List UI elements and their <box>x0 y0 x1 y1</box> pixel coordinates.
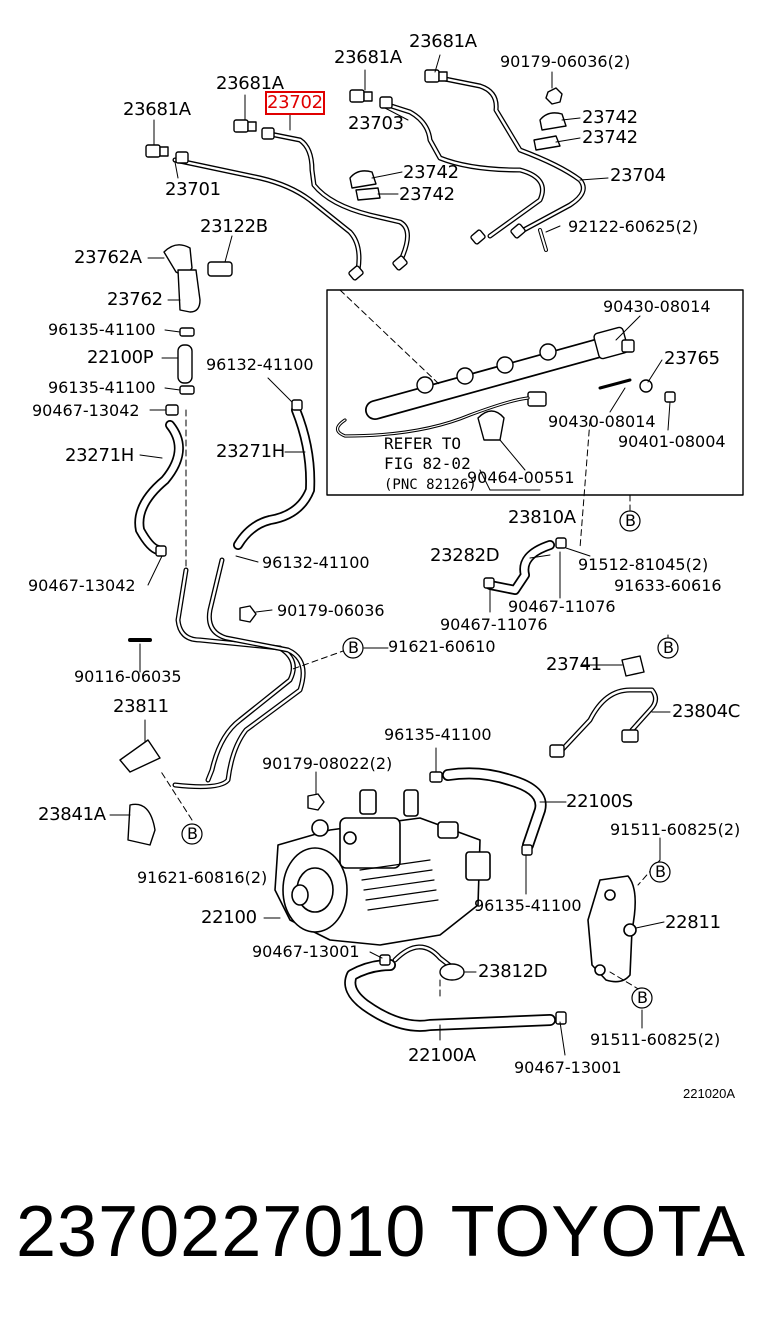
callout-letter: B <box>655 862 666 881</box>
part-label[interactable]: 23762A <box>74 247 142 268</box>
part-label[interactable]: 22100 <box>201 907 257 928</box>
hoses-23271h <box>134 399 316 557</box>
callout-letter: B <box>348 638 359 657</box>
callout-letter: B <box>637 988 648 1007</box>
part-label[interactable]: 90179-06036 <box>277 601 385 620</box>
part-label[interactable]: 90430-08014 <box>603 297 711 316</box>
part-label[interactable]: 90467-11076 <box>508 597 616 616</box>
part-label[interactable]: 92122-60625(2) <box>568 217 699 236</box>
part-label[interactable]: 23811 <box>113 696 169 717</box>
part-label[interactable]: 90179-06036(2) <box>500 52 631 71</box>
callout-b-marker <box>631 987 653 1009</box>
part-label[interactable]: 23681A <box>334 47 402 68</box>
part-label[interactable]: 91621-60610 <box>388 637 496 656</box>
part-label[interactable]: 90179-08022(2) <box>262 754 393 773</box>
injection-pipes <box>145 69 586 281</box>
part-label[interactable]: 90467-13001 <box>514 1058 622 1077</box>
part-label[interactable]: 96135-41100 <box>384 725 492 744</box>
part-label[interactable]: 22100S <box>566 791 633 812</box>
part-label[interactable]: 23271H <box>65 445 134 466</box>
part-label[interactable]: 23282D <box>430 545 500 566</box>
part-label[interactable]: 22811 <box>665 912 721 933</box>
part-label[interactable]: 91621-60816(2) <box>137 868 268 887</box>
part-label[interactable]: 22100A <box>408 1045 476 1066</box>
callout-b-marker <box>181 823 203 845</box>
part-label[interactable]: 23765 <box>664 348 720 369</box>
part-label[interactable]: 91512-81045(2) <box>578 555 709 574</box>
callout-b-marker <box>619 510 641 532</box>
part-label[interactable]: 23762 <box>107 289 163 310</box>
part-label[interactable]: 23681A <box>216 73 284 94</box>
part-label[interactable]: 23804C <box>672 701 741 722</box>
part-number: 2370227010 <box>16 1192 427 1272</box>
callout-b-marker <box>649 861 671 883</box>
footer: 2370227010 TOYOTA <box>0 1190 760 1280</box>
part-label[interactable]: 96135-41100 <box>48 378 156 397</box>
part-label[interactable]: 90401-08004 <box>618 432 726 451</box>
illustration-code: 221020A <box>683 1086 736 1101</box>
brand-name: TOYOTA <box>450 1192 746 1272</box>
callout-letter: B <box>625 511 636 530</box>
part-label[interactable]: 96135-41100 <box>48 320 156 339</box>
part-label[interactable]: 91511-60825(2) <box>590 1030 721 1049</box>
part-label[interactable]: 23812D <box>478 961 548 982</box>
refer-note-line: FIG 82-02 <box>384 454 471 473</box>
part-label[interactable]: 96135-41100 <box>474 896 582 915</box>
inset-box <box>326 289 744 496</box>
refer-note-line: REFER TO <box>384 434 462 453</box>
callout-markers <box>181 510 679 1009</box>
part-label[interactable]: 91511-60825(2) <box>610 820 741 839</box>
callout-letter: B <box>663 638 674 657</box>
part-label[interactable]: 23742 <box>582 107 638 128</box>
part-label[interactable]: 90464-00551 <box>467 468 575 487</box>
bracket-22811 <box>587 875 637 983</box>
part-label-highlighted[interactable]: 23702 <box>265 91 325 115</box>
part-label[interactable]: 90116-06035 <box>74 667 182 686</box>
part-label[interactable]: 23703 <box>348 113 404 134</box>
fuel-pump <box>274 789 491 946</box>
part-label[interactable]: 23681A <box>409 31 477 52</box>
part-label[interactable]: 96132-41100 <box>262 553 370 572</box>
pipe-23804c <box>549 655 658 758</box>
fuel-rail <box>335 326 676 441</box>
part-label[interactable]: 90430-08014 <box>548 412 656 431</box>
part-label[interactable]: 90467-13001 <box>252 942 360 961</box>
part-label[interactable]: 90467-13042 <box>32 401 140 420</box>
part-label[interactable]: 23742 <box>582 127 638 148</box>
part-label[interactable]: 22100P <box>87 347 154 368</box>
part-label[interactable]: 23841A <box>38 804 106 825</box>
part-label[interactable]: 90467-13042 <box>28 576 136 595</box>
diagram-drawing <box>109 54 744 1056</box>
callout-b-marker <box>657 637 679 659</box>
part-label[interactable]: 23704 <box>610 165 666 186</box>
part-label[interactable]: 23681A <box>123 99 191 120</box>
part-label[interactable]: 23122B <box>200 216 268 237</box>
part-label[interactable]: 23742 <box>403 162 459 183</box>
part-label[interactable]: 91633-60616 <box>614 576 722 595</box>
refer-note: REFER TO FIG 82-02 (PNC 82126) <box>384 434 477 495</box>
part-label[interactable]: 23810A <box>508 507 576 528</box>
part-label[interactable]: 23271H <box>216 441 285 462</box>
part-label[interactable]: 90467-11076 <box>440 615 548 634</box>
part-label[interactable]: 23742 <box>399 184 455 205</box>
callout-letter: B <box>187 824 198 843</box>
hose-23282d <box>483 537 567 595</box>
part-label[interactable]: 23741 <box>546 654 602 675</box>
label-leaders <box>109 54 671 1056</box>
hose-22100a <box>344 944 567 1032</box>
lower-pipes <box>119 557 306 846</box>
parts-diagram: B B B B B B 23681A 23681A 90179-06036(2)… <box>28 31 744 1101</box>
callout-b-marker <box>342 637 364 659</box>
refer-note-pnc: (PNC 82126) <box>384 477 477 493</box>
hose-22100s <box>307 767 547 856</box>
part-label[interactable]: 96132-41100 <box>206 355 314 374</box>
left-fittings <box>163 244 233 416</box>
part-label[interactable]: 23701 <box>165 179 221 200</box>
